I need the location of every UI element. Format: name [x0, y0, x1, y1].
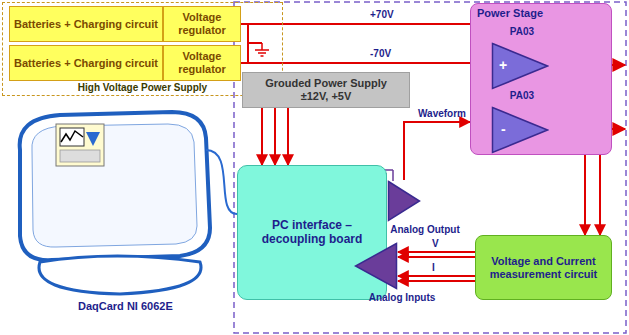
- ground-wiring: [248, 23, 262, 62]
- box-text: Voltage regulator: [164, 11, 240, 36]
- amplifier-triangle: PA03 -: [491, 90, 553, 156]
- signal-wire: [262, 108, 288, 165]
- triangle-outline: [493, 44, 548, 89]
- triangle-shape: [354, 242, 398, 290]
- power-stage-box: PA03 + PA03 - Power Stage: [470, 3, 612, 155]
- regulator-box: Voltage regulator: [163, 6, 241, 42]
- signal-label: I: [432, 262, 435, 274]
- part-label: PA03: [491, 26, 553, 38]
- part-label: PA03: [491, 90, 553, 102]
- part-label: Analog Inputs: [350, 292, 454, 304]
- triangle-shape: [491, 106, 549, 154]
- box-text: PC interface – decoupling board: [244, 219, 380, 247]
- box-text: Voltage and Current measurement circuit: [480, 255, 607, 280]
- ground-symbol: [255, 43, 269, 56]
- wire-path: [261, 108, 263, 165]
- interface-board: PC interface – decoupling board: [237, 165, 387, 300]
- signal-wire: [241, 24, 470, 25]
- group-heading: Power Stage: [477, 7, 543, 20]
- signal-wire: [404, 122, 470, 180]
- amplifier-triangle: PA03 +: [491, 26, 553, 92]
- wire-path: [398, 251, 475, 253]
- signal-label: -70V: [370, 48, 391, 60]
- signal-label: V: [432, 238, 439, 250]
- triangle-outline: [389, 182, 420, 221]
- wire-path: [241, 62, 470, 64]
- wire-path: [287, 108, 289, 165]
- triangle-outline: [493, 108, 548, 153]
- polarity-sign: +: [499, 57, 507, 73]
- box-text: Batteries + Charging circuit: [14, 57, 158, 70]
- box-text: ±12V, +5V: [301, 90, 352, 103]
- polarity-sign: -: [501, 121, 506, 137]
- box-text: Batteries + Charging circuit: [14, 18, 158, 31]
- signal-label: +70V: [370, 9, 394, 21]
- wire-path: [241, 23, 470, 25]
- box-text: Voltage regulator: [164, 50, 240, 75]
- box-text: Grouded Power Supply: [265, 77, 387, 90]
- signal-label: Waveform: [418, 108, 466, 120]
- part-label: Analog Output: [383, 224, 467, 236]
- wire-path: [274, 108, 276, 165]
- triangle-outline: [356, 244, 397, 289]
- signal-wire: [398, 252, 475, 257]
- measurement-box: Voltage and Current measurement circuit: [475, 235, 612, 300]
- data-cable: [206, 150, 237, 214]
- software-icon: [56, 124, 104, 166]
- power-supply-group: Batteries + Charging circuitVoltage regu…: [2, 2, 283, 96]
- input-port: Analog Inputs: [350, 242, 454, 308]
- wire-path: [398, 275, 475, 277]
- regulator-box: Voltage regulator: [163, 45, 241, 81]
- computer-illustration: [20, 112, 210, 294]
- supply-box: Grouded Power Supply±12V, +5V: [242, 72, 410, 108]
- wire-path: [404, 122, 470, 180]
- battery-box: Batteries + Charging circuit: [9, 6, 163, 42]
- signal-wire: [398, 276, 475, 281]
- group-heading: High Voltage Power Supply: [3, 82, 282, 94]
- battery-box: Batteries + Charging circuit: [9, 45, 163, 81]
- wire-path: [398, 256, 475, 258]
- card-label: DaqCard NI 6062E: [78, 300, 173, 312]
- system-frame: [234, 2, 626, 333]
- wire-path: [398, 280, 475, 282]
- signal-wire: [241, 63, 470, 64]
- triangle-shape: [387, 180, 421, 222]
- output-port: Analog Output: [383, 180, 467, 238]
